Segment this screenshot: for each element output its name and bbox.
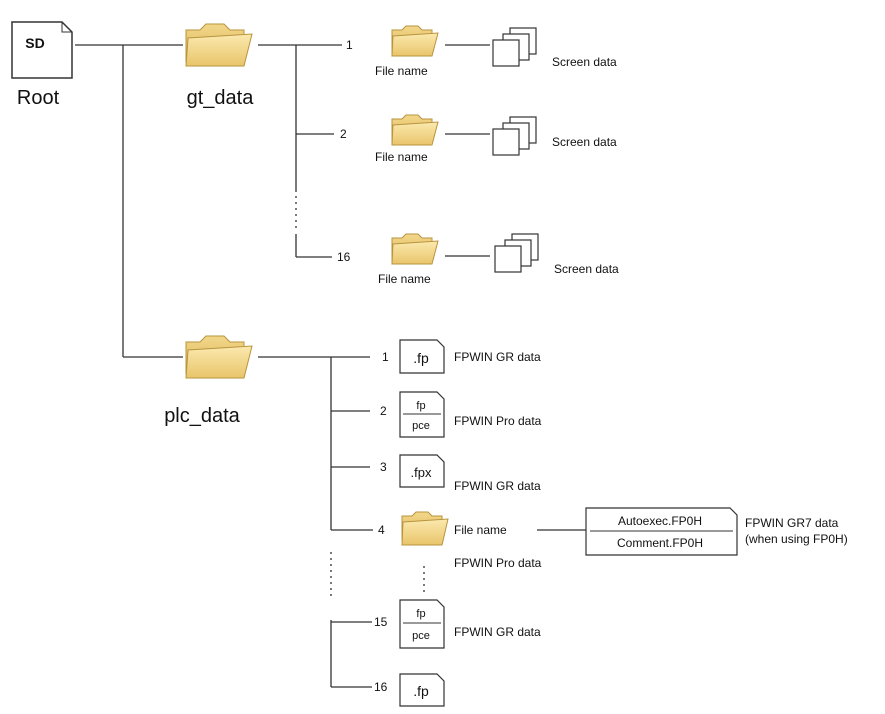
fp0h-desc-line1: FPWIN GR7 data xyxy=(745,516,839,530)
root-label: Root xyxy=(17,87,60,109)
plc-entry-number: 3 xyxy=(380,460,387,474)
gt-entry-folder-label: File name xyxy=(378,272,431,286)
plc-entry-desc: FPWIN GR data xyxy=(454,625,541,639)
file-name-folder-icon xyxy=(391,114,439,146)
plc-entry-desc: FPWIN GR data xyxy=(454,350,541,364)
plc-file-ext-top: fp xyxy=(416,400,425,412)
plc-entry-number: 1 xyxy=(382,350,389,364)
file-icon xyxy=(399,339,445,374)
plc-file-ext: .fp xyxy=(413,683,429,699)
file-icon xyxy=(399,391,445,438)
plc-entry-folder-label: File name xyxy=(454,523,507,537)
gt-data-folder-icon xyxy=(185,23,253,67)
file-name-folder-icon xyxy=(391,233,439,265)
fp0h-file-box xyxy=(585,507,738,556)
plc-data-label: plc_data xyxy=(164,405,240,427)
plc-file-ext-top: fp xyxy=(416,608,425,620)
file-name-folder-icon xyxy=(391,25,439,57)
fp0h-desc-line2: (when using FP0H) xyxy=(745,532,848,546)
gt-entry-data-label: Screen data xyxy=(552,135,617,149)
plc-entry-number: 16 xyxy=(374,680,388,694)
sd-card-label: SD xyxy=(25,35,44,51)
connector-lines xyxy=(75,44,586,688)
gt-entry-data-label: Screen data xyxy=(552,55,617,69)
file-icon xyxy=(399,673,445,707)
gt-entry-number: 2 xyxy=(340,127,347,141)
plc-entry-number: 4 xyxy=(378,523,385,537)
plc-file-ext-bottom: pce xyxy=(412,630,430,642)
plc-entry-desc: FPWIN Pro data xyxy=(454,556,542,570)
screen-data-stack-icon xyxy=(492,116,537,156)
file-name-folder-icon xyxy=(401,511,449,546)
plc-entry-number: 2 xyxy=(380,404,387,418)
file-icon xyxy=(399,599,445,649)
plc-entry-desc: FPWIN Pro data xyxy=(454,414,542,428)
screen-data-stack-icon xyxy=(494,233,539,273)
gt-entry-data-label: Screen data xyxy=(554,262,619,276)
gt-entry-folder-label: File name xyxy=(375,150,428,164)
sd-card-icon xyxy=(11,21,73,79)
fp0h-comment-label: Comment.FP0H xyxy=(617,536,703,550)
plc-data-folder-icon xyxy=(185,335,253,379)
plc-entry-number: 15 xyxy=(374,615,388,629)
fp0h-autoexec-label: Autoexec.FP0H xyxy=(618,514,702,528)
plc-entry-desc: FPWIN GR data xyxy=(454,479,541,493)
gt-entry-number: 16 xyxy=(337,250,351,264)
plc-file-ext-bottom: pce xyxy=(412,420,430,432)
screen-data-stack-icon xyxy=(492,27,537,67)
plc-file-ext: .fp xyxy=(413,350,429,366)
file-icon xyxy=(399,454,445,488)
gt-entry-number: 1 xyxy=(346,38,353,52)
gt-data-label: gt_data xyxy=(187,87,255,109)
gt-entry-folder-label: File name xyxy=(375,64,428,78)
plc-file-ext: .fpx xyxy=(411,465,432,480)
